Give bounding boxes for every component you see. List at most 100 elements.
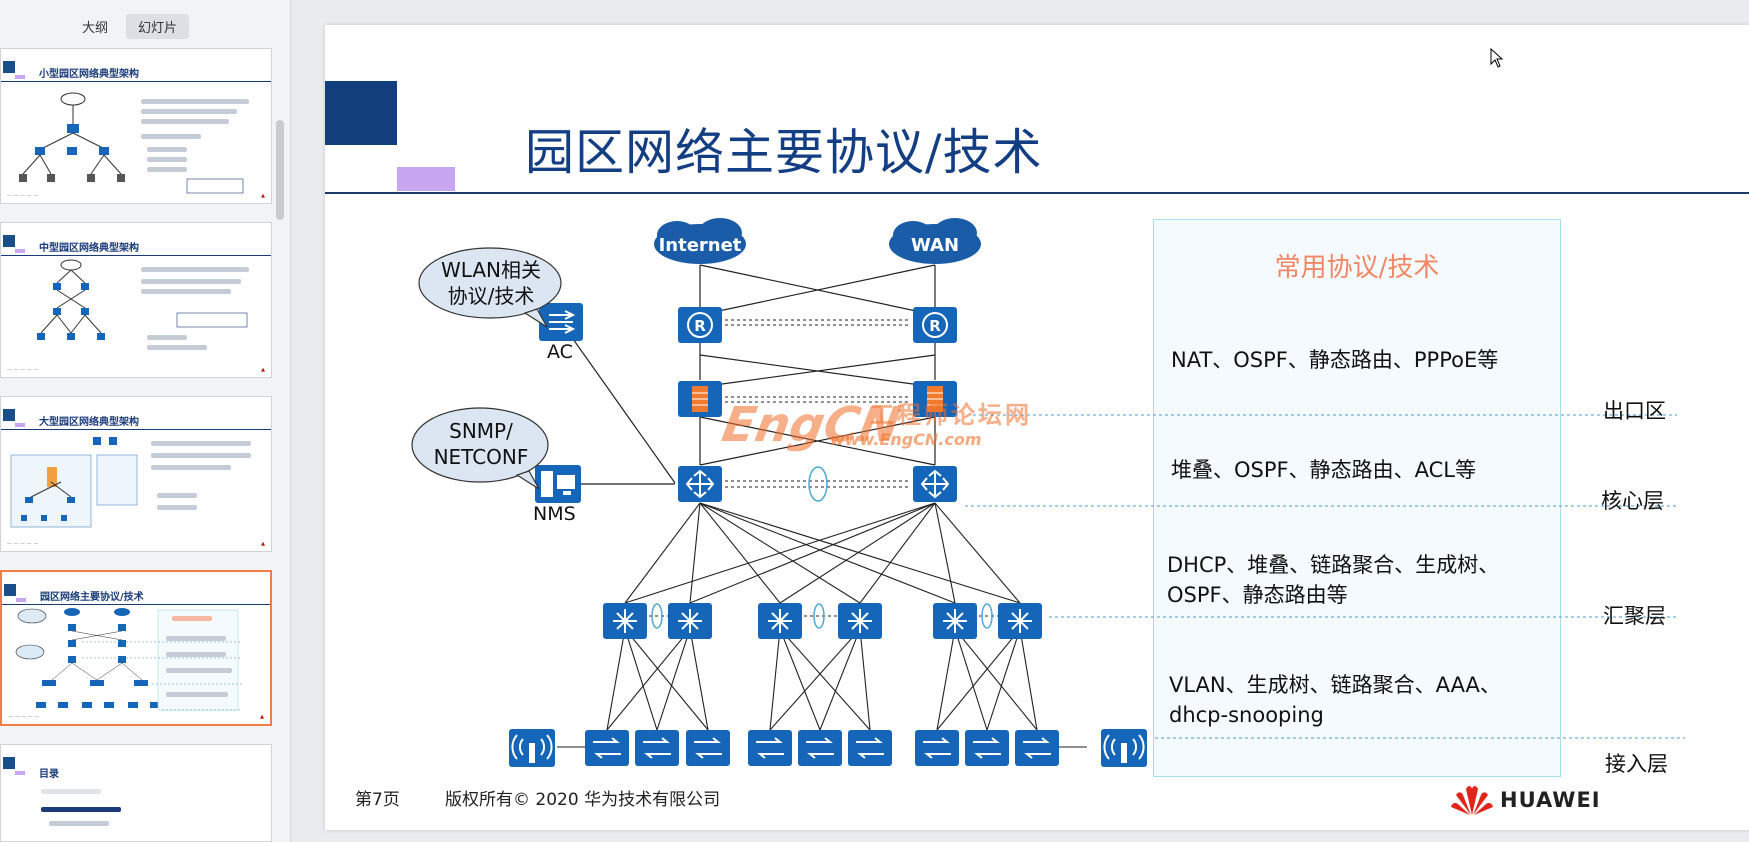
watermark-url: www.EngCN.com — [830, 430, 982, 449]
thumb-text-line — [141, 267, 249, 272]
wlan-callout-text: WLAN相关 协议/技术 — [421, 257, 561, 309]
access-switch-icon — [686, 730, 730, 766]
huawei-logo: HUAWEI — [1450, 783, 1601, 817]
firewall-icon — [678, 381, 722, 417]
title-divider — [325, 192, 1749, 194]
thumb-accent-purple — [16, 598, 26, 602]
thumb-accent-purple — [15, 771, 25, 775]
aggregation-switch-icon — [603, 603, 647, 639]
thumb-text-line — [141, 279, 241, 284]
access-switch-icon — [798, 730, 842, 766]
thumb-text-line — [166, 668, 232, 673]
router-icon: R — [913, 307, 957, 343]
thumb-title: 大型园区网络典型架构 — [39, 417, 139, 428]
slide-title: 园区网络主要协议/技术 — [525, 124, 1043, 181]
thumb-accent — [3, 757, 15, 769]
thumb-accent — [4, 584, 16, 596]
slide-thumbnail-3[interactable]: 大型园区网络典型架构 — — — — — ▲ — [0, 396, 272, 552]
thumb-text-line — [147, 167, 187, 172]
footer-copyright: 版权所有© 2020 华为技术有限公司 — [445, 790, 721, 810]
access-switch-icon — [965, 730, 1009, 766]
title-accent-purple — [397, 167, 455, 191]
footer-page-number: 第7页 — [355, 790, 400, 810]
slide-thumbnail-1[interactable]: 小型园区网络典型架构 — — — — — ▲ — [0, 48, 272, 204]
thumb-text-line — [157, 493, 197, 498]
view-tabs: 大纲 幻灯片 — [70, 14, 190, 39]
core-switch-icon — [913, 466, 957, 502]
access-switch-icon — [748, 730, 792, 766]
thumb-title: 小型园区网络典型架构 — [39, 69, 139, 80]
thumb-diagram — [19, 92, 244, 194]
thumb-text-line — [147, 157, 187, 162]
thumb-text-line — [166, 636, 226, 641]
slide-canvas: 园区网络主要协议/技术 常用协议/技术 — [325, 25, 1749, 830]
thumb-divider — [1, 429, 271, 430]
thumb-footer: — — — — — — [7, 193, 39, 199]
thumb-title: 园区网络主要协议/技术 — [40, 592, 144, 603]
thumb-text-line — [166, 652, 226, 657]
snmp-callout-line: SNMP/ NETCONF — [433, 419, 529, 469]
aggregation-switch-icon — [668, 603, 712, 639]
aggregation-protocols-line2: OSPF、静态路由等 — [1167, 583, 1348, 607]
thumb-text-line — [141, 109, 237, 114]
sidebar-scrollbar[interactable] — [276, 120, 284, 220]
access-point-icon — [1101, 729, 1147, 767]
thumb-text-line — [147, 335, 187, 340]
thumb-text-line — [151, 453, 251, 458]
huawei-petal-icon — [1451, 786, 1493, 815]
slide-thumbnail-4[interactable]: 园区网络主要协议/技术 — — — — — ▲ — [0, 570, 272, 726]
slide-thumbnail-2[interactable]: 中型园区网络典型架构 — — — — — ▲ — [0, 222, 272, 378]
thumb-accent-purple — [15, 423, 25, 427]
access-protocols-line2: dhcp-snooping — [1169, 703, 1324, 727]
thumb-text-line — [166, 692, 228, 697]
thumb-logo: ▲ — [261, 193, 265, 199]
ac-label: AC — [547, 341, 573, 363]
thumb-divider — [1, 81, 271, 82]
thumb-footer: — — — — — — [7, 367, 39, 373]
thumb-text-line — [41, 789, 101, 794]
access-protocols-line1: VLAN、生成树、链路聚合、AAA、 — [1169, 673, 1501, 697]
slide-thumbnail-5[interactable]: 目录 — [0, 744, 272, 842]
access-switch-icon — [635, 730, 679, 766]
access-point-icon — [509, 729, 555, 767]
stack-ring — [808, 466, 828, 502]
thumb-title: 目录 — [39, 769, 59, 780]
thumb-text-line — [141, 289, 231, 294]
layer-aggregation-label: 汇聚层 — [1603, 604, 1666, 628]
aggregation-switch-icon — [933, 603, 977, 639]
firewall-icon — [913, 381, 957, 417]
svg-text:R: R — [694, 317, 706, 335]
mouse-cursor-icon — [1490, 48, 1504, 68]
thumb-accent — [3, 409, 15, 421]
tab-outline[interactable]: 大纲 — [82, 21, 109, 36]
ac-controller-icon — [539, 303, 583, 341]
wlan-callout-line: WLAN相关 协议/技术 — [440, 258, 542, 308]
thumb-text-line — [49, 821, 109, 826]
aggregation-protocols-line1: DHCP、堆叠、链路聚合、生成树、 — [1167, 553, 1500, 577]
watermark-cn: 工程师论坛网 — [870, 401, 1032, 429]
thumb-divider — [2, 604, 270, 605]
thumb-text-line — [141, 134, 201, 139]
access-switch-icon — [915, 730, 959, 766]
aggregation-switch-icon — [998, 603, 1042, 639]
title-accent-block — [325, 81, 397, 145]
network-topology-diagram: Internet WAN R R — [411, 218, 1685, 767]
thumb-text-line — [151, 465, 231, 470]
snmp-callout-bubble — [411, 407, 549, 490]
access-switch-icon — [848, 730, 892, 766]
thumb-text-line — [147, 345, 207, 350]
thumb-text-line — [141, 119, 229, 124]
thumb-accent — [3, 61, 15, 73]
nms-server-icon — [535, 465, 581, 503]
snmp-callout-text: SNMP/ NETCONF — [411, 418, 551, 470]
wlan-callout-bubble — [418, 247, 562, 328]
internet-cloud-icon: Internet — [654, 218, 746, 264]
access-switch-icon — [1015, 730, 1059, 766]
tab-slides[interactable]: 幻灯片 — [126, 14, 190, 39]
layer-egress-label: 出口区 — [1603, 399, 1666, 423]
access-switch-group — [585, 730, 1059, 766]
thumb-text-line — [157, 505, 197, 510]
nms-label: NMS — [533, 503, 576, 525]
thumb-text-line — [151, 441, 251, 446]
thumb-text-line — [172, 616, 212, 621]
